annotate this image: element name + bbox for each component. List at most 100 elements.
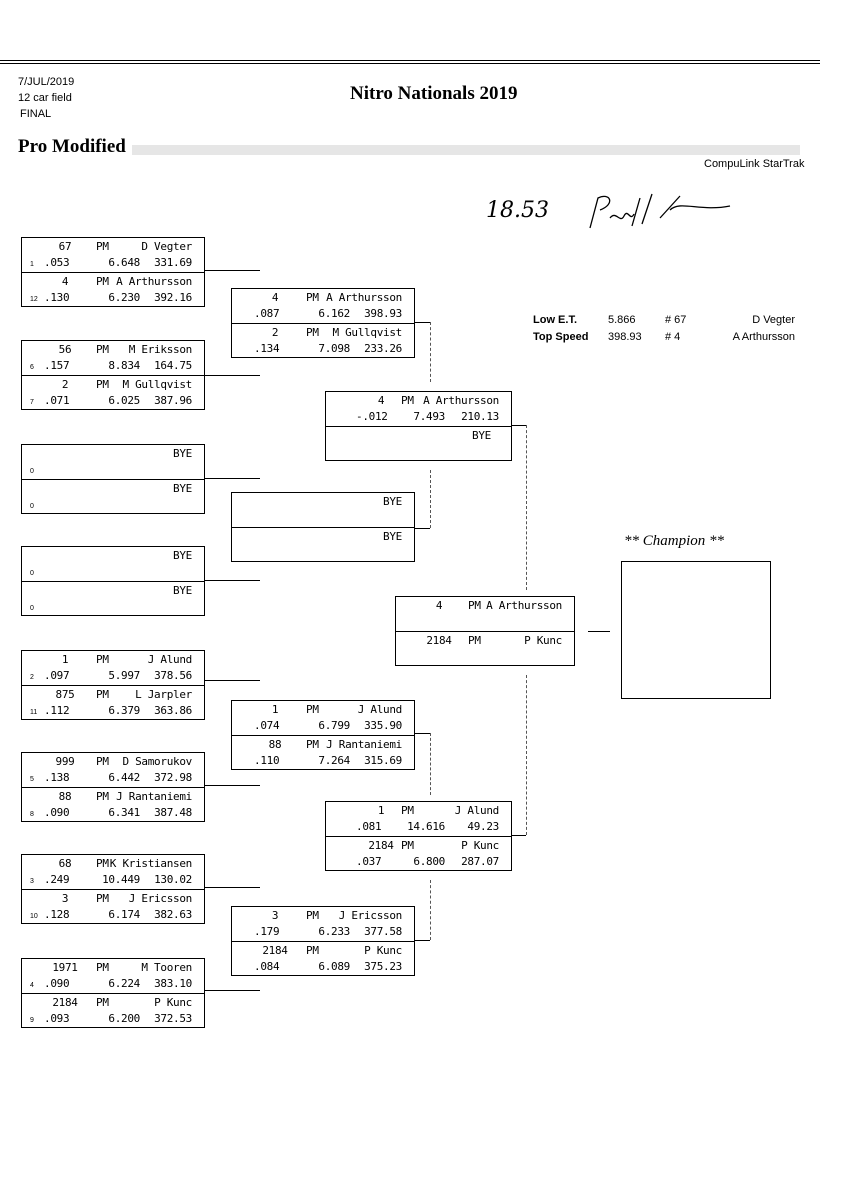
- driver-name: A Arthursson: [116, 275, 192, 288]
- speed-mph: 387.48: [154, 806, 192, 819]
- driver-name: BYE: [383, 495, 402, 508]
- class-code: PM: [96, 892, 109, 905]
- elapsed-time: 7.493: [413, 410, 445, 423]
- seed-number: 8: [30, 811, 34, 818]
- connector: [415, 528, 430, 529]
- reaction-time: .138: [44, 771, 70, 784]
- car-number: 3: [61, 892, 69, 905]
- driver-name: J Ericsson: [338, 909, 403, 922]
- car-number: 2184: [52, 996, 78, 1009]
- driver-name: P Kunc: [154, 996, 192, 1009]
- driver-name: BYE: [173, 584, 192, 597]
- seed-number: 10: [30, 913, 38, 920]
- class-code: PM: [401, 804, 414, 817]
- seed-number: 0: [30, 605, 34, 612]
- car-number: 56: [58, 343, 72, 356]
- car-number: 2: [61, 378, 69, 391]
- reaction-time: .071: [44, 394, 70, 407]
- top-rule: [0, 60, 820, 61]
- stat-top-speed-value: 398.93: [608, 331, 642, 343]
- connector: [526, 675, 527, 835]
- car-number: 4: [435, 599, 443, 612]
- class-code: PM: [401, 839, 414, 852]
- connector: [205, 680, 260, 681]
- connector: [205, 270, 260, 271]
- car-number: 875: [55, 688, 75, 701]
- speed-mph: 233.26: [364, 342, 402, 355]
- seed-number: 5: [30, 776, 34, 783]
- driver-name: BYE: [472, 429, 491, 442]
- stat-top-speed: Top Speed 398.93 # 4 A Arthursson: [533, 331, 803, 347]
- reaction-time: .090: [44, 977, 70, 990]
- speed-mph: 287.07: [461, 855, 499, 868]
- car-number: 4: [271, 291, 279, 304]
- connector: [526, 425, 527, 590]
- stat-top-speed-driver: A Arthursson: [732, 331, 795, 343]
- reaction-time: .128: [44, 908, 70, 921]
- car-number: 999: [55, 755, 75, 768]
- reaction-time: .112: [44, 704, 70, 717]
- car-number: 68: [58, 857, 72, 870]
- speed-mph: 383.10: [154, 977, 192, 990]
- class-code: PM: [96, 996, 109, 1009]
- speed-mph: 130.02: [154, 873, 192, 886]
- driver-name: J Rantaniemi: [116, 790, 192, 803]
- class-code: PM: [468, 634, 481, 647]
- stat-low-et-car: # 67: [665, 314, 687, 326]
- dotted-rule: [132, 145, 800, 155]
- car-number: 1971: [52, 961, 78, 974]
- connector: [512, 425, 526, 426]
- entry-slot: BYE: [326, 426, 511, 461]
- car-number: 4: [377, 394, 385, 407]
- elapsed-time: 7.098: [318, 342, 350, 355]
- driver-name: A Arthursson: [326, 291, 402, 304]
- connector: [415, 733, 430, 734]
- elapsed-time: 7.264: [318, 754, 350, 767]
- champion-box: [621, 561, 771, 699]
- class-code: PM: [96, 275, 109, 288]
- handwritten-time: 18.53: [486, 198, 549, 223]
- seed-number: 0: [30, 570, 34, 577]
- elapsed-time: 14.616: [407, 820, 445, 833]
- class-code: PM: [96, 755, 109, 768]
- connector: [205, 375, 260, 376]
- entry-slot: BYE 0: [22, 581, 204, 616]
- car-number: 2184: [426, 634, 452, 647]
- elapsed-time: 5.997: [108, 669, 140, 682]
- connector: [205, 785, 260, 786]
- driver-name: D Vegter: [141, 240, 192, 253]
- reaction-time: .249: [44, 873, 70, 886]
- connector: [512, 835, 526, 836]
- car-number: 67: [58, 240, 72, 253]
- driver-name: M Eriksson: [128, 343, 193, 356]
- round-label: FINAL: [20, 108, 52, 120]
- stat-low-et-label: Low E.T.: [533, 314, 577, 326]
- class-code: PM: [96, 240, 109, 253]
- class-code: PM: [96, 343, 109, 356]
- seed-number: 2: [30, 674, 34, 681]
- reaction-time: .130: [44, 291, 70, 304]
- driver-name: J Alund: [147, 653, 193, 666]
- driver-name: L Jarpler: [135, 688, 192, 701]
- field-size: 12 car field: [18, 92, 72, 104]
